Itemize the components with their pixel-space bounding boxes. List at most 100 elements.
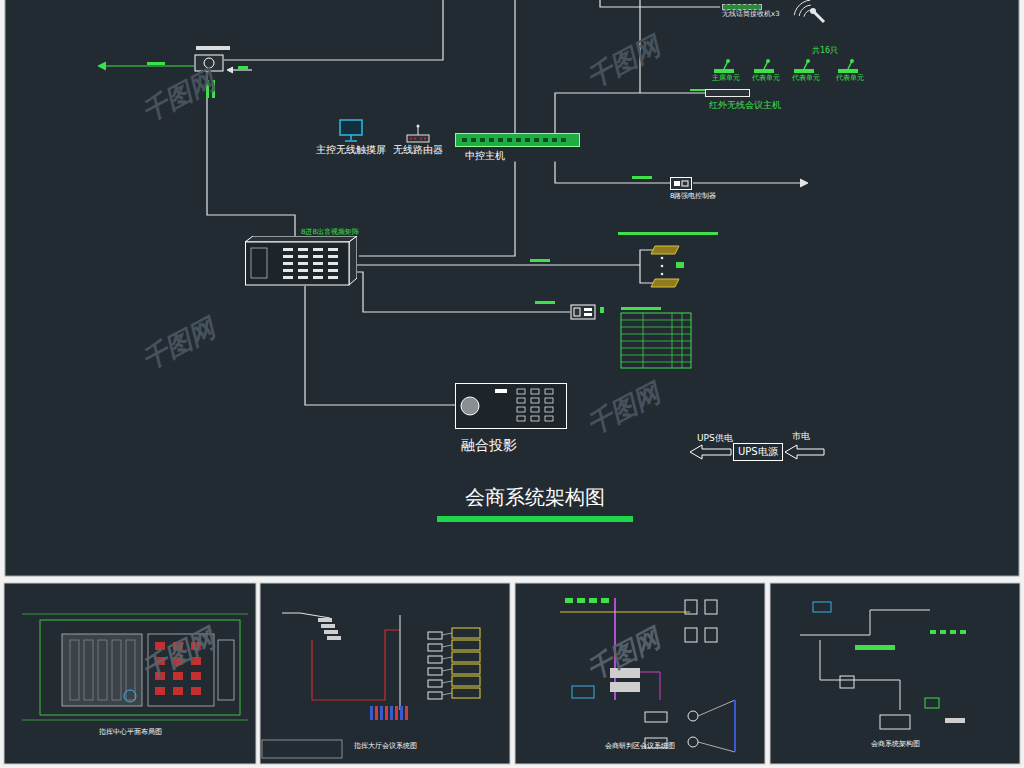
device-drawing — [712, 58, 736, 74]
touch-panel: 主控无线触摸屏 — [316, 118, 386, 156]
table-rule — [621, 362, 691, 363]
power-arrow — [690, 445, 731, 459]
signal-wire — [800, 610, 930, 635]
arrow-head — [98, 62, 106, 70]
router-icon — [405, 124, 431, 144]
speaker-box — [705, 600, 717, 614]
mic-base — [714, 69, 734, 73]
device-block — [428, 692, 442, 699]
speaker-box — [685, 628, 697, 642]
signal-wire — [560, 612, 690, 613]
wire-tag — [206, 80, 209, 98]
room-block — [62, 634, 142, 706]
device-drawing — [752, 58, 776, 74]
mic-unit — [960, 630, 966, 634]
projector-port — [495, 389, 507, 393]
matrix-port — [283, 255, 293, 258]
connector — [305, 286, 455, 405]
camera-lens — [204, 58, 214, 68]
microphone-icon — [752, 58, 776, 74]
node-label: 主控无线触摸屏 — [316, 144, 386, 156]
conference-host: 红外无线会议主机 — [705, 89, 781, 110]
seat-mark — [173, 687, 183, 695]
projector-port — [545, 416, 553, 421]
device-body — [455, 383, 567, 429]
projector-lens — [461, 397, 479, 415]
signal-wire — [639, 0, 640, 93]
signal-wire — [230, 69, 252, 70]
matrix-port — [328, 248, 338, 251]
panel-port — [561, 138, 566, 142]
seat-mark — [173, 642, 183, 650]
device-body — [571, 305, 595, 319]
projection-beam — [698, 700, 735, 752]
mic-array — [405, 706, 408, 720]
room-wall — [98, 640, 107, 700]
signal-wire — [357, 264, 640, 265]
panel-port — [534, 138, 539, 142]
camera-body — [195, 55, 223, 71]
seat-mark — [173, 657, 183, 665]
matrix-port — [328, 262, 338, 265]
microphone-icon — [836, 58, 860, 74]
signal-wire — [640, 672, 660, 700]
table-rule — [621, 327, 691, 328]
mic-head — [726, 59, 730, 63]
connector — [359, 162, 515, 257]
thumbnail-caption: 会商系统架构图 — [871, 740, 920, 748]
port-dot — [661, 273, 664, 276]
projector-box — [645, 712, 667, 722]
matrix-port — [298, 262, 308, 265]
projector-port — [545, 398, 553, 403]
arrow-head — [800, 179, 808, 187]
panel-port — [552, 138, 557, 142]
device-block — [610, 668, 640, 678]
spec-table — [262, 740, 342, 758]
touch-screen-icon — [337, 118, 365, 144]
signal-wire — [442, 633, 452, 635]
device-part — [682, 181, 688, 186]
microphone-icon — [712, 58, 736, 74]
signal-wire — [442, 645, 452, 647]
router-led — [424, 138, 426, 140]
device-block — [880, 715, 910, 729]
screen-stand — [345, 140, 357, 142]
panel-port — [489, 138, 494, 142]
device-body — [705, 89, 750, 97]
matrix-front — [246, 242, 350, 285]
wire-tag — [618, 232, 718, 235]
dimension-line — [22, 614, 248, 615]
device-drawing — [456, 134, 581, 148]
main-panel — [5, 0, 1019, 576]
thumbnail-panel — [515, 583, 765, 764]
projector-port — [531, 416, 539, 421]
seat-mark — [173, 672, 183, 680]
panel-port — [507, 138, 512, 142]
device-block — [321, 624, 335, 628]
power-label: UPS供电 — [697, 433, 733, 443]
device-drawing — [337, 118, 365, 144]
node-label: 无线路由器 — [393, 144, 443, 156]
port-dot — [661, 257, 664, 260]
matrix-side — [349, 236, 357, 285]
microphone-icon — [792, 58, 816, 74]
ups-box: UPS电源 — [733, 443, 783, 461]
device-part — [584, 313, 592, 316]
mic-base — [754, 69, 774, 73]
projector-port — [531, 407, 539, 412]
thumbnail-caption: 指挥中心平面布局图 — [99, 728, 162, 736]
signal-wire — [442, 657, 452, 659]
device-part — [574, 308, 580, 316]
matrix-port — [313, 269, 323, 272]
signal-wire — [442, 693, 452, 695]
router-antenna — [417, 125, 420, 128]
speaker-group — [452, 652, 480, 662]
signal-wire — [693, 182, 800, 183]
device-drawing — [405, 124, 431, 144]
seat-mark — [155, 672, 165, 680]
table-rule — [682, 313, 683, 368]
screen-stand — [350, 135, 352, 140]
connector — [555, 162, 670, 184]
device-body — [722, 4, 762, 10]
room-wall — [112, 640, 121, 700]
